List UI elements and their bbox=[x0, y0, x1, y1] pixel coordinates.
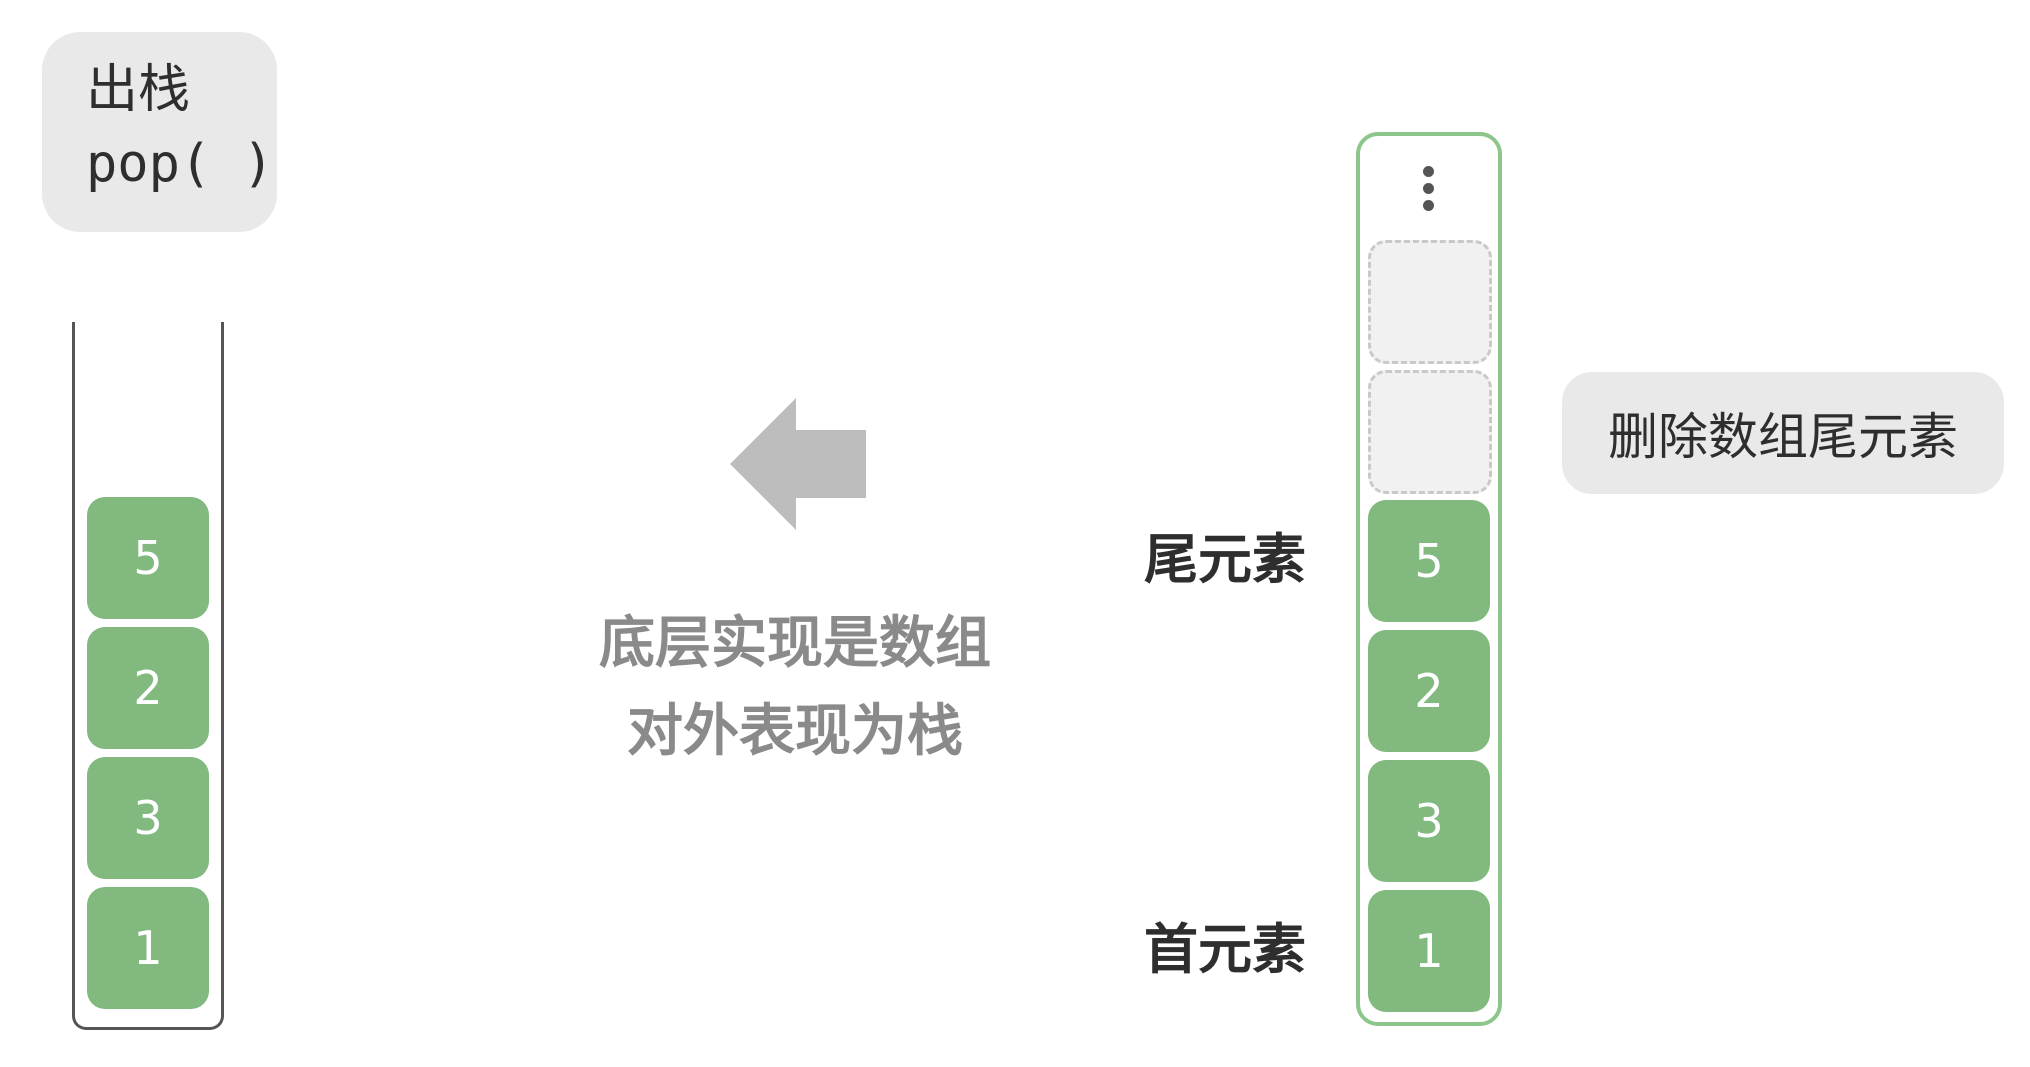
stack-cell: 2 bbox=[87, 627, 209, 749]
array-cell: 2 bbox=[1368, 630, 1490, 752]
stack-container: 5 2 3 1 bbox=[72, 322, 224, 1030]
action-box: 删除数组尾元素 bbox=[1562, 372, 2004, 494]
operation-box: 出栈 pop( ) bbox=[42, 32, 277, 232]
array-empty-slot bbox=[1368, 370, 1492, 494]
array-empty-slot bbox=[1368, 240, 1492, 364]
caption-line-2: 对外表现为栈 bbox=[627, 699, 963, 764]
array-cell: 5 bbox=[1368, 500, 1490, 622]
array-container: 5 2 3 1 bbox=[1356, 132, 1502, 1026]
array-cell: 3 bbox=[1368, 760, 1490, 882]
caption-line-1: 底层实现是数组 bbox=[599, 611, 991, 676]
caption: 底层实现是数组 对外表现为栈 bbox=[560, 600, 1030, 776]
stack-cell: 1 bbox=[87, 887, 209, 1009]
vertical-ellipsis-icon bbox=[1423, 166, 1435, 217]
operation-code: pop( ) bbox=[86, 134, 274, 194]
operation-title: 出栈 bbox=[86, 60, 191, 120]
stack-cell: 3 bbox=[87, 757, 209, 879]
array-cell: 1 bbox=[1368, 890, 1490, 1012]
tail-element-label: 尾元素 bbox=[1144, 528, 1306, 591]
left-arrow-icon bbox=[730, 398, 866, 530]
stack-cell: 5 bbox=[87, 497, 209, 619]
head-element-label: 首元素 bbox=[1144, 918, 1306, 981]
